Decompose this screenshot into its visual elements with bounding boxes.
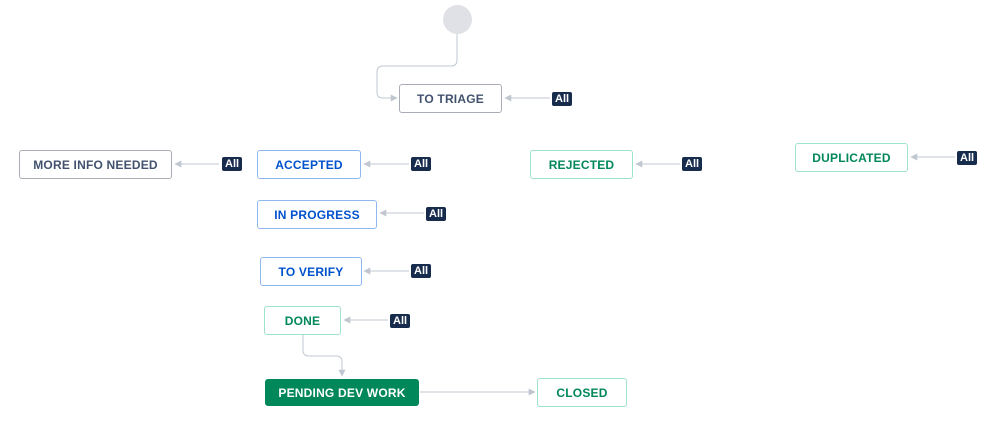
status-rejected[interactable]: REJECTED [530, 150, 633, 179]
status-pending-dev-work[interactable]: PENDING DEV WORK [265, 379, 419, 406]
status-in-progress[interactable]: IN PROGRESS [257, 200, 377, 229]
status-to-triage[interactable]: TO TRIAGE [399, 84, 502, 113]
status-duplicated[interactable]: DUPLICATED [795, 143, 908, 172]
all-badge-to-verify[interactable]: All [411, 264, 432, 278]
all-badge-accepted[interactable]: All [411, 157, 432, 171]
all-badge-rejected[interactable]: All [682, 157, 703, 171]
all-badge-done[interactable]: All [390, 314, 411, 328]
transition-done-to-pending [302, 335, 346, 377]
all-badge-to-triage[interactable]: All [552, 92, 573, 106]
status-done[interactable]: DONE [264, 306, 341, 335]
all-badge-in-progress[interactable]: All [426, 207, 447, 221]
transition-start-to-triage [376, 34, 458, 102]
status-to-verify[interactable]: TO VERIFY [260, 257, 362, 286]
all-badge-more-info[interactable]: All [222, 157, 243, 171]
start-node [443, 5, 472, 34]
all-badge-duplicated[interactable]: All [957, 151, 978, 165]
status-closed[interactable]: CLOSED [537, 378, 627, 407]
status-accepted[interactable]: ACCEPTED [257, 150, 361, 179]
status-more-info-needed[interactable]: MORE INFO NEEDED [19, 150, 172, 179]
